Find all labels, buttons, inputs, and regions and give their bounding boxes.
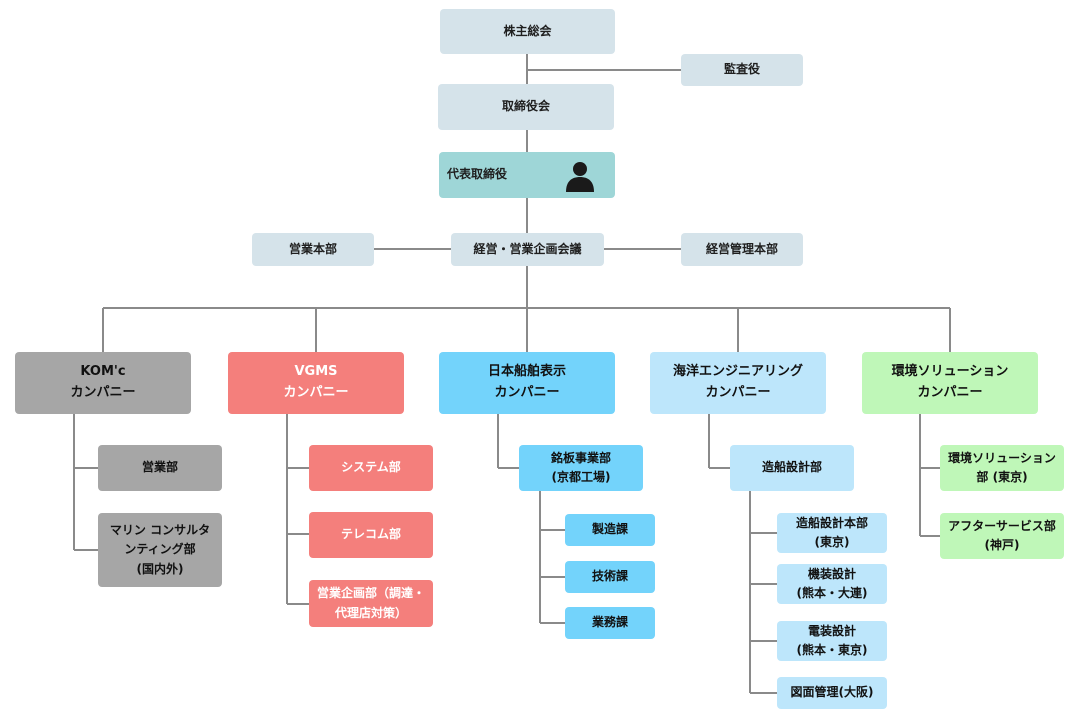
ship-design-hq-box: 造船設計本部 (東京) [777, 513, 887, 553]
kom-marine-consulting-dept-box: マリン コンサルタ ンティング部 (国内外) [98, 513, 222, 587]
board-of-directors-box: 取締役会 [438, 84, 614, 130]
technical-section-box: 技術課 [565, 561, 655, 593]
shareholders-meeting-box: 株主総会 [440, 9, 615, 54]
ship-design-dept-box: 造船設計部 [730, 445, 854, 491]
electrical-design-box: 電装設計 (熊本・東京) [777, 621, 887, 661]
marine-engineering-company-box: 海洋エンジニアリング カンパニー [650, 352, 826, 414]
environmental-solutions-company-box: 環境ソリューション カンパニー [862, 352, 1038, 414]
vgms-company-box: VGMS カンパニー [228, 352, 404, 414]
machinery-design-box: 機装設計 (熊本・大連) [777, 564, 887, 604]
ceo-box: 代表取締役 [439, 152, 615, 198]
auditor-box: 監査役 [681, 54, 803, 86]
kom-sales-dept-box: 営業部 [98, 445, 222, 491]
nameplate-company-box: 日本船舶表示 カンパニー [439, 352, 615, 414]
manufacturing-section-box: 製造課 [565, 514, 655, 546]
drawing-management-box: 図面管理(大阪) [777, 677, 887, 709]
ceo-label: 代表取締役 [447, 167, 508, 182]
business-section-box: 業務課 [565, 607, 655, 639]
vgms-system-dept-box: システム部 [309, 445, 433, 491]
vgms-sales-planning-dept-box: 営業企画部（調達・ 代理店対策） [309, 580, 433, 627]
person-silhouette-icon [566, 162, 594, 192]
kom-company-box: KOM'c カンパニー [15, 352, 191, 414]
management-sales-planning-meeting-box: 経営・営業企画会議 [451, 233, 604, 266]
administration-hq-box: 経営管理本部 [681, 233, 803, 266]
vgms-telecom-dept-box: テレコム部 [309, 512, 433, 558]
nameplate-division-box: 銘板事業部 (京都工場) [519, 445, 643, 491]
sales-hq-box: 営業本部 [252, 233, 374, 266]
after-service-dept-box: アフターサービス部 (神戸) [940, 513, 1064, 559]
env-solutions-dept-box: 環境ソリューション 部 (東京) [940, 445, 1064, 491]
